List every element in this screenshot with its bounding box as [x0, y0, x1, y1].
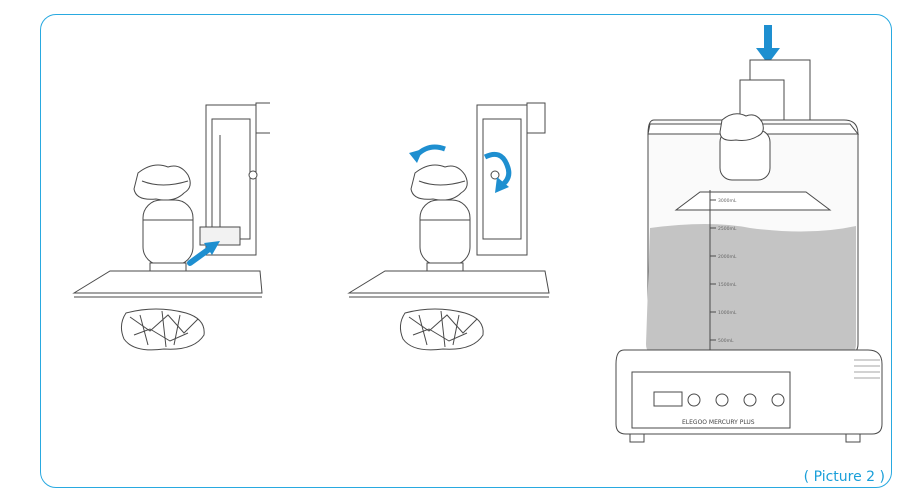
down-arrow-icon	[756, 25, 780, 64]
step1-illustration	[72, 102, 270, 351]
step2-illustration	[347, 102, 550, 351]
rotate-arrow-right-icon	[483, 151, 512, 193]
push-arrow-icon	[187, 241, 220, 266]
tank-mark-2500: 2500mL	[718, 226, 737, 232]
tank-mark-1000: 1000mL	[718, 310, 737, 316]
tank-mark-1500: 1500mL	[718, 282, 737, 288]
tank-mark-2000: 2000mL	[718, 254, 737, 260]
brand-label: ELEGOO MERCURY PLUS	[682, 419, 755, 426]
picture-caption: ( Picture 2 )	[803, 469, 885, 485]
wash-station-illustration: 3000mL 2500mL 2000mL 1500mL 1000mL 500mL…	[615, 25, 883, 443]
picture-frame	[40, 14, 892, 488]
rotate-arrow-left-icon	[409, 144, 446, 163]
tank-mark-500: 500mL	[718, 338, 734, 344]
tank-mark-3000: 3000mL	[718, 198, 737, 204]
